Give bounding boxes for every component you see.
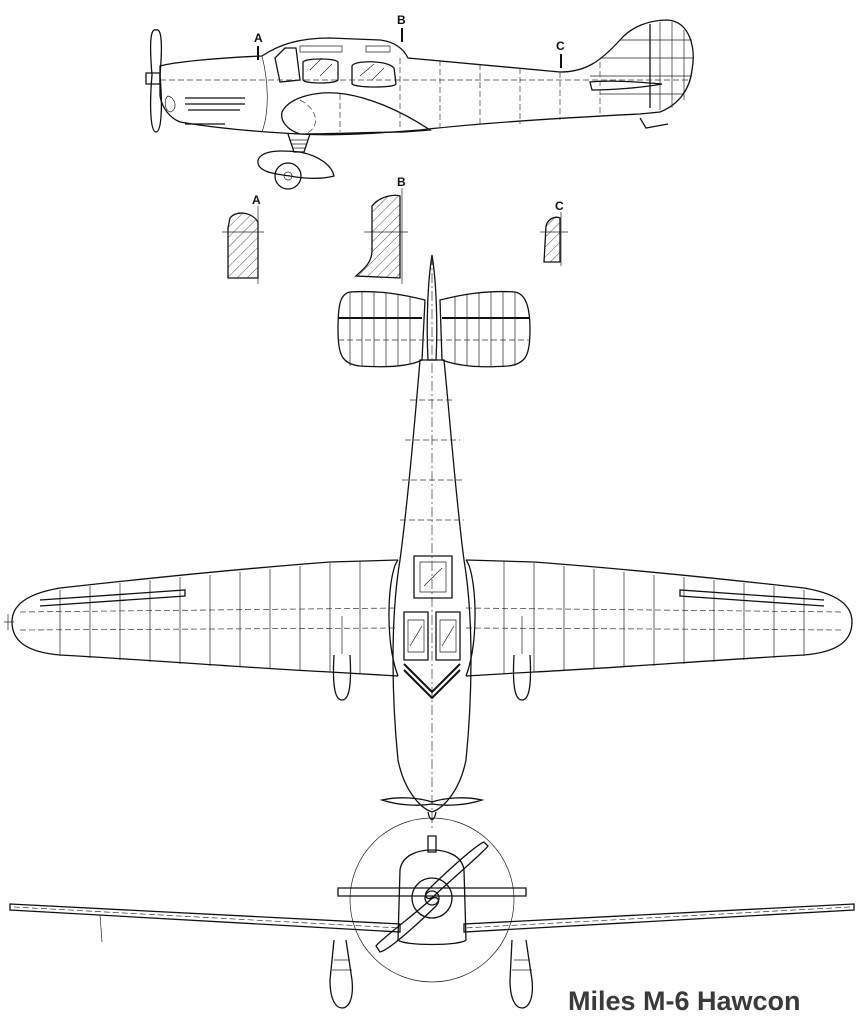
section-marker-a: A — [254, 31, 263, 45]
drawing-title: Miles M-6 Hawcon — [568, 986, 801, 1016]
side-wheel — [274, 162, 302, 190]
side-propeller — [149, 29, 163, 133]
side-window-2 — [302, 58, 339, 84]
plan-roof-window — [413, 555, 453, 599]
cross-sections: A B C — [222, 175, 568, 284]
section-c: C — [540, 199, 568, 266]
section-label-b: B — [397, 175, 406, 189]
side-wing-root — [281, 92, 432, 135]
side-window-3 — [351, 61, 397, 88]
section-label-c: C — [555, 199, 564, 213]
plan-propeller — [379, 797, 485, 806]
plan-tailplane-left — [337, 290, 426, 368]
side-fuselage — [159, 19, 694, 136]
front-propeller-disc — [349, 817, 515, 983]
front-wing — [9, 903, 855, 933]
side-view: A B C — [145, 13, 694, 190]
front-view — [9, 817, 855, 1009]
section-marker-c: C — [556, 39, 565, 53]
side-wheel-fairing — [257, 150, 335, 179]
plan-view — [4, 254, 853, 830]
front-fuselage — [397, 849, 467, 946]
plan-fuselage — [392, 359, 472, 813]
front-propeller — [375, 841, 489, 953]
side-undercarriage-leg — [287, 133, 311, 153]
section-b: B — [354, 175, 408, 284]
section-label-a: A — [252, 193, 261, 207]
plan-tailplane-right — [439, 290, 531, 368]
side-window-1 — [274, 47, 301, 83]
plan-cabin-windows — [403, 611, 461, 661]
section-a: A — [222, 193, 264, 284]
section-marker-b: B — [397, 13, 406, 27]
